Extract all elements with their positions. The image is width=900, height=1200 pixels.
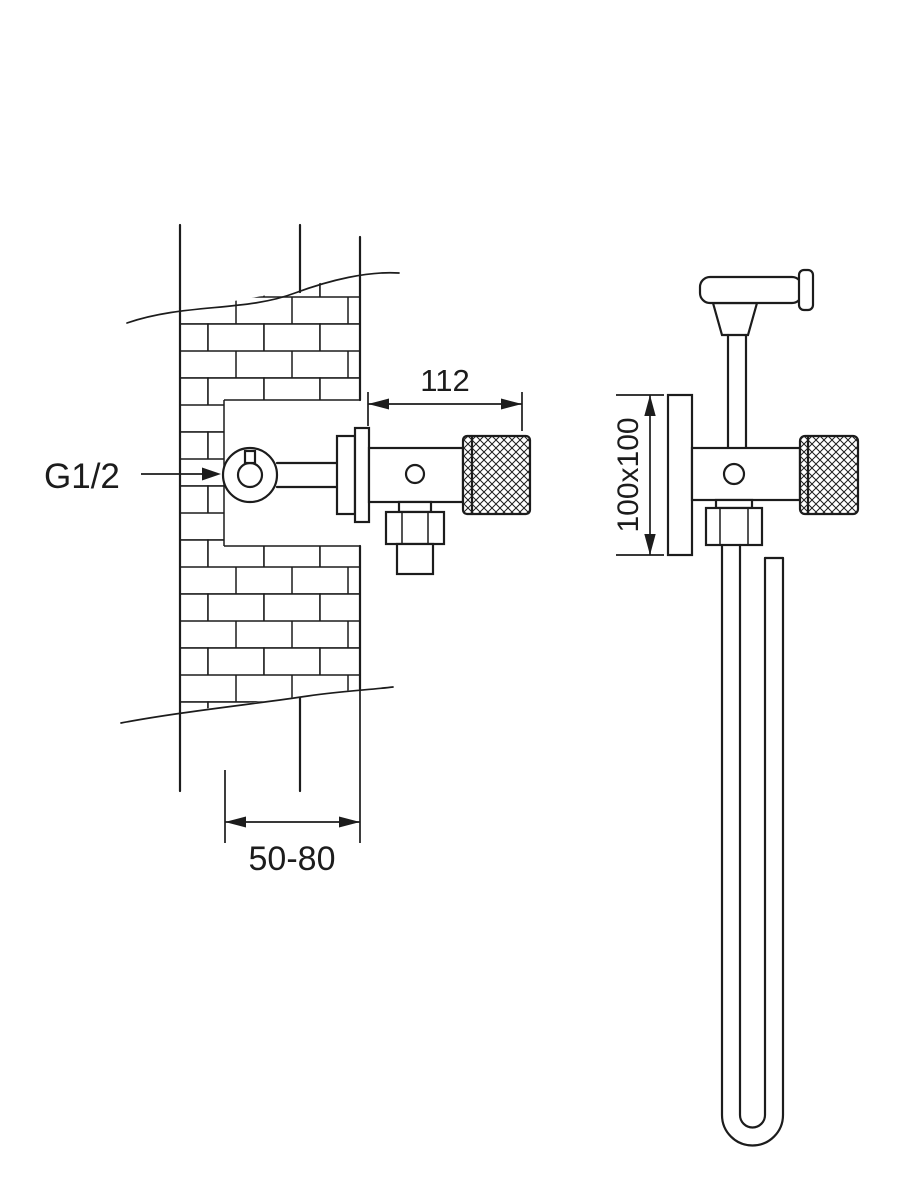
hose-neck — [714, 498, 754, 510]
sprayer-head — [698, 268, 815, 450]
section-view: G1/2 112 50-80 — [44, 223, 532, 878]
inlet-pipe — [275, 461, 340, 489]
thread-arrow — [202, 467, 221, 481]
valve-screw — [404, 463, 426, 485]
valve-side — [666, 393, 860, 557]
mounting-plate — [666, 393, 694, 557]
hose-hex-facets — [719, 508, 749, 545]
hose-inner-line — [738, 543, 767, 1129]
dimension-plate: 100x100 — [612, 394, 664, 556]
escutcheon-inner — [335, 434, 357, 516]
outlet-neck — [397, 500, 433, 514]
sprayer-nozzle — [797, 268, 815, 312]
wall-edges-top — [178, 223, 362, 310]
outlet-hex-nut — [384, 510, 446, 546]
dimension-depth-extensions — [367, 392, 523, 431]
dimension-plate-arrow-top — [644, 395, 656, 416]
hose-hex-nut — [704, 506, 764, 547]
dimension-wall-arrow-right — [339, 816, 360, 828]
break-line-bottom — [120, 686, 394, 724]
sprayer-holder-post — [726, 333, 748, 450]
sprayer-body — [711, 301, 759, 337]
knurled-knob-side — [798, 434, 860, 516]
outlet-hex-facets — [401, 512, 429, 544]
thread-callout: G1/2 — [44, 457, 221, 496]
inlet-flange-notch — [243, 449, 257, 465]
valve-screw-side — [722, 462, 746, 486]
dimension-depth-arrow-left — [368, 398, 389, 410]
dimension-wall-label: 50-80 — [249, 840, 336, 878]
thread-label: G1/2 — [44, 457, 120, 496]
valve-section — [221, 426, 532, 576]
dimension-wall-extensions — [224, 690, 361, 843]
dimension-plate-extensions — [616, 394, 664, 556]
outlet-spigot — [395, 542, 435, 576]
break-line-top — [126, 271, 400, 324]
dimension-depth-arrow-right — [501, 398, 522, 410]
sprayer-grip — [698, 275, 804, 305]
knurled-knob-section — [461, 434, 532, 516]
inlet-flange-inner — [236, 461, 264, 489]
side-view: 100x100 — [612, 268, 860, 1147]
dimension-depth-label: 112 — [420, 363, 469, 398]
dimension-plate-label: 100x100 — [612, 417, 645, 532]
wall-edges-bottom — [178, 696, 302, 793]
dimension-depth: 112 — [367, 363, 523, 431]
dimension-wall-thickness: 50-80 — [224, 690, 361, 878]
dimension-plate-arrow-bottom — [644, 534, 656, 555]
valve-body-side — [690, 446, 802, 502]
shower-hose — [720, 543, 785, 1147]
dimension-wall-arrow-left — [225, 816, 246, 828]
hose-outer-line — [720, 543, 785, 1147]
escutcheon-plate — [353, 426, 371, 524]
